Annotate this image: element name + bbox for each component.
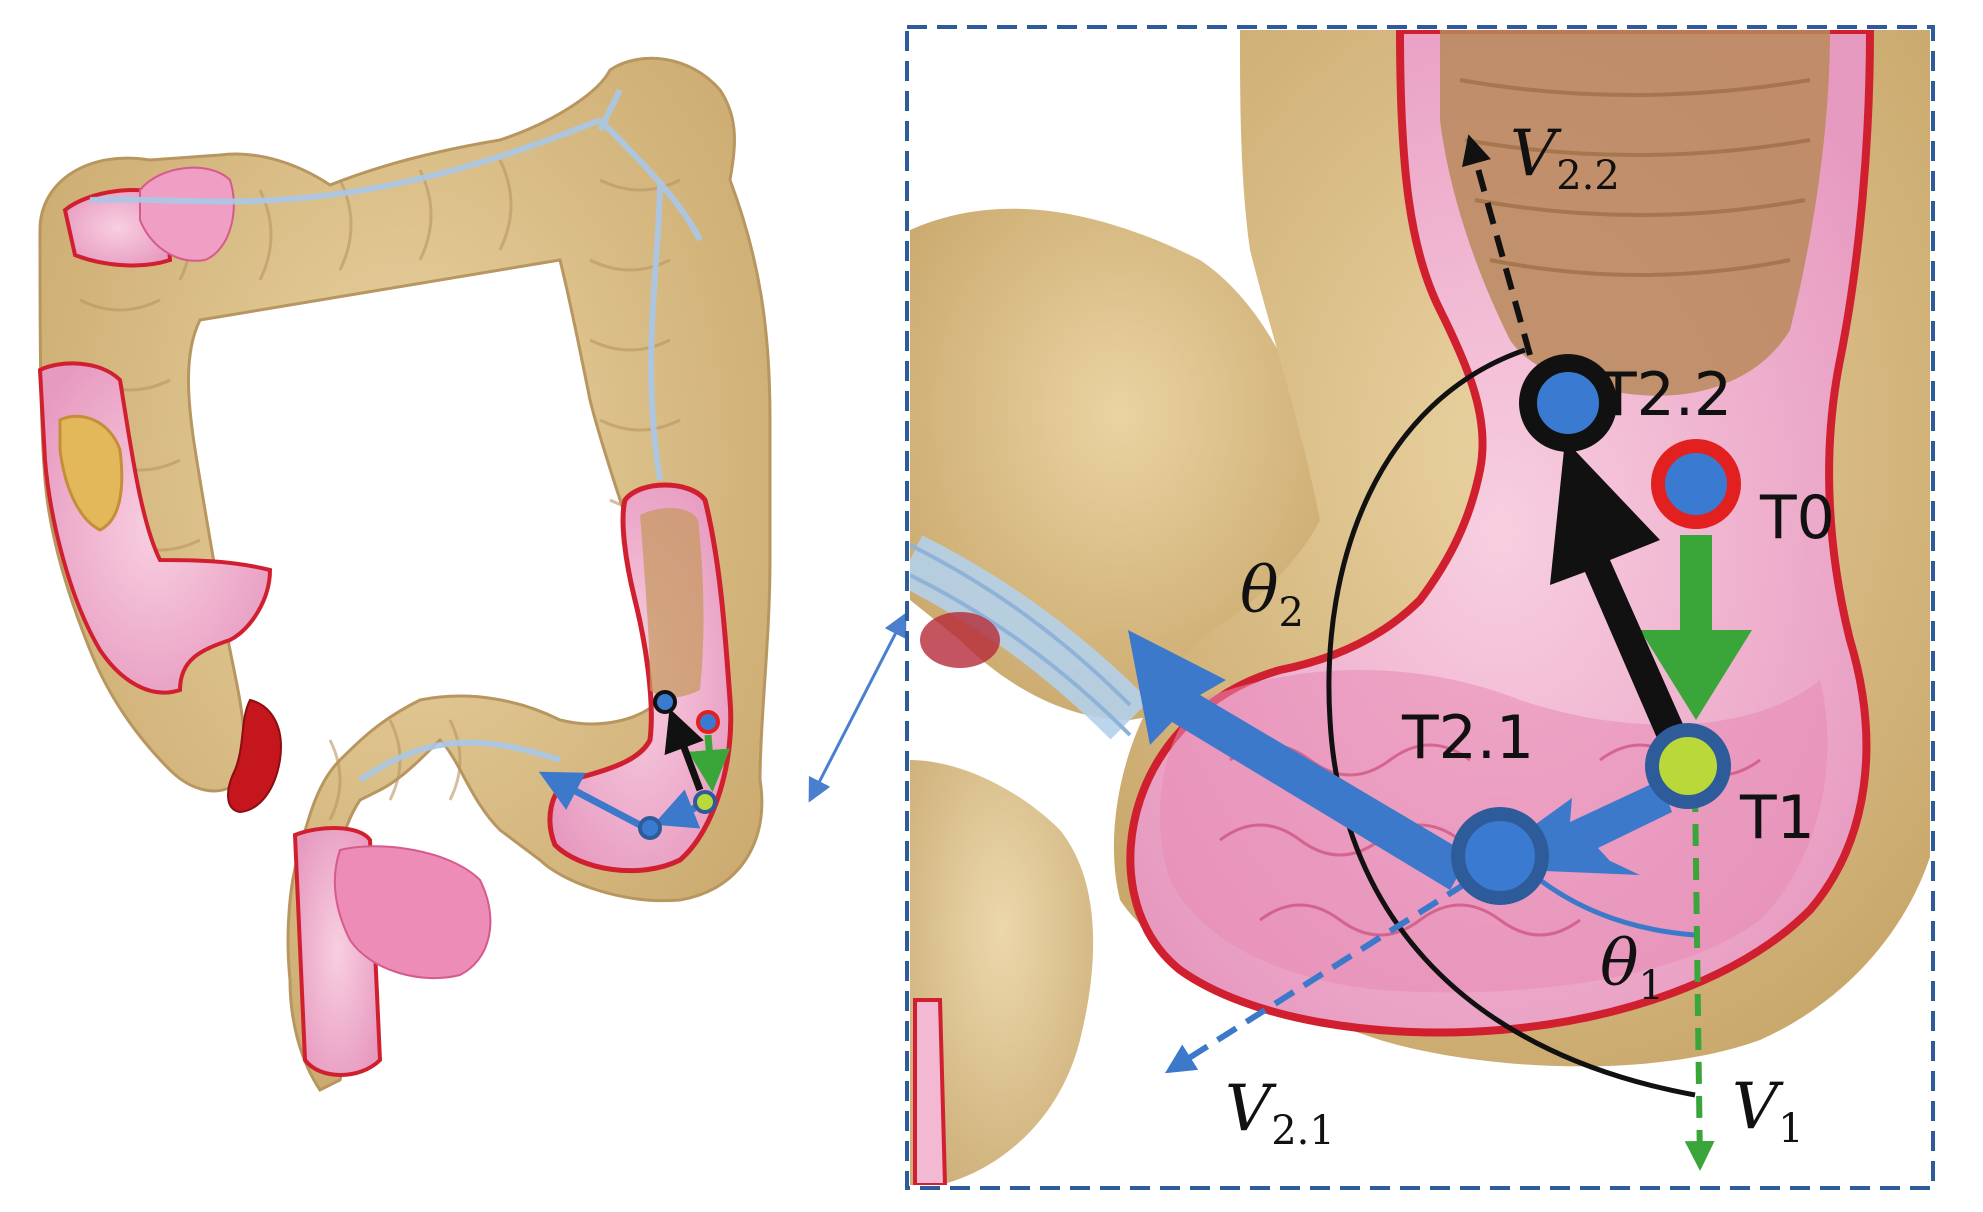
black-arrow — [1550, 440, 1690, 752]
vessels — [89, 88, 703, 783]
rectum-folds — [333, 845, 492, 979]
mini-blue-arrow — [653, 789, 701, 829]
zoom-vessel — [910, 535, 1150, 740]
v21-dashed — [1164, 862, 1497, 1074]
zoom-lumen-folds — [1459, 78, 1811, 277]
mini-t1-marker — [693, 790, 717, 814]
blue-arrow-head-right — [1520, 835, 1640, 875]
label-v22: V2.2 — [1510, 117, 1620, 199]
v1-dashed — [1684, 789, 1715, 1171]
mini-green-arrow — [688, 734, 731, 792]
zoom-panel: T2.2 T0 T1 T2.1 V2.2 V2.1 V1 θ2 θ1 — [905, 25, 1935, 1190]
green-arrow-head — [1640, 630, 1752, 720]
label-theta1: θ1 — [1600, 927, 1664, 1009]
zoom-vessel-lines — [910, 543, 1132, 737]
theta2-arc — [1326, 347, 1696, 1098]
t0-marker — [1651, 439, 1741, 529]
mini-t22-marker — [653, 690, 677, 714]
colon-overview — [37, 56, 772, 1092]
label-theta2: θ2 — [1240, 554, 1304, 636]
zoom-tan-bottom-left — [910, 760, 1094, 1185]
label-t0: T0 — [1759, 483, 1835, 553]
label-t1: T1 — [1739, 783, 1815, 853]
label-v21: V2.1 — [1225, 1072, 1335, 1154]
zoom-frame — [905, 25, 1935, 1190]
mini-t0-marker — [696, 710, 720, 734]
mini-t21-marker — [638, 816, 662, 840]
green-arrow-shaft — [1680, 535, 1712, 645]
zoom-pink-strip — [913, 998, 948, 1185]
transverse-pink — [139, 166, 235, 262]
label-t21: T2.1 — [1401, 703, 1534, 773]
v22-dashed — [1462, 134, 1533, 356]
t22-marker — [1519, 354, 1617, 452]
t21-marker — [1451, 807, 1549, 905]
label-v1: V1 — [1732, 1070, 1804, 1152]
zoom-red-blob — [920, 612, 1000, 668]
zoom-lumen — [1440, 30, 1830, 396]
theta1-arc — [1538, 877, 1696, 938]
descending-lumen — [640, 508, 704, 698]
mini-black-arrow — [664, 708, 704, 792]
t1-marker — [1645, 723, 1731, 809]
appendix — [227, 698, 282, 814]
blue-thick-arrow-left — [1128, 630, 1470, 890]
mini-blue-arrow-2 — [538, 771, 642, 829]
label-t22: T2.2 — [1599, 360, 1732, 430]
zoom-connector-arrow — [808, 612, 907, 803]
cecum-cutaway — [58, 414, 124, 532]
